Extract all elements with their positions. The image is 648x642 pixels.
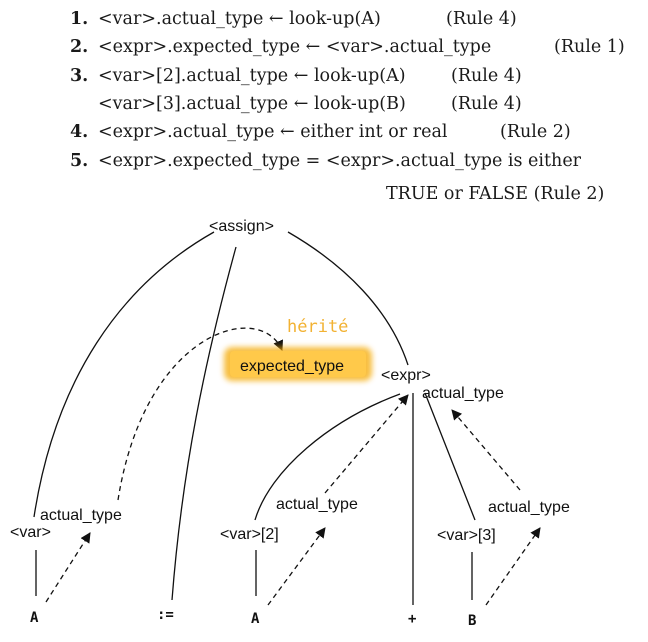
- flow-var3-to-expr-actual: [451, 409, 521, 491]
- rule-number: 5.: [70, 151, 89, 171]
- node-var2: <var>[2]: [220, 526, 279, 543]
- flow-b-to-var3-actual: [485, 527, 541, 606]
- rule-number: 4.: [70, 122, 89, 142]
- edge-expr-var3: [424, 392, 476, 521]
- var-actual-type: actual_type: [40, 507, 122, 524]
- rule-text: <expr>.expected_type = <expr>.actual_typ…: [98, 151, 582, 171]
- node-var3: <var>[3]: [437, 527, 496, 544]
- herite-label: hérité: [287, 317, 348, 337]
- node-expr: <expr>: [381, 367, 431, 384]
- node-assign: <assign>: [209, 218, 274, 235]
- rule-text: <expr>.expected_type ← <var>.actual_type: [98, 37, 492, 57]
- rule-number: 1.: [70, 9, 89, 29]
- edge-expr-var2: [254, 393, 401, 521]
- rule-number: 3.: [70, 66, 89, 86]
- expected-type-label: expected_type: [240, 358, 344, 375]
- rule-ref: (Rule 4): [446, 9, 517, 29]
- rule-ref: (Rule 1): [554, 37, 625, 57]
- var3-actual-type: actual_type: [488, 499, 570, 516]
- flow-a-to-var-actual: [45, 532, 91, 603]
- token-plus: +: [408, 611, 416, 627]
- rule-number: 2.: [70, 37, 89, 57]
- token-a-2: A: [251, 611, 260, 627]
- rule-ref: (Rule 2): [500, 122, 571, 142]
- token-a: A: [30, 610, 39, 626]
- expr-actual-type: actual_type: [422, 385, 504, 402]
- rule-ref: (Rule 4): [451, 66, 522, 86]
- rule-text: <var>[2].actual_type ← look-up(A): [98, 66, 406, 86]
- token-assign-op: :=: [157, 607, 174, 623]
- highlight-box: [230, 351, 366, 377]
- rule-text: <expr>.actual_type ← either int or real: [98, 122, 448, 142]
- rule-5-continuation: TRUE or FALSE (Rule 2): [386, 184, 605, 204]
- rule-text: <var>.actual_type ← look-up(A): [98, 9, 381, 29]
- rule-text: <var>[3].actual_type ← look-up(B): [98, 94, 406, 114]
- edge-assign-assignop: [171, 246, 237, 601]
- flow-var2-to-expr-actual: [324, 394, 409, 494]
- token-b: B: [468, 613, 476, 629]
- edge-assign-expr: [287, 231, 409, 366]
- node-var: <var>: [10, 524, 51, 541]
- rule-ref: (Rule 4): [451, 94, 522, 114]
- var2-actual-type: actual_type: [276, 496, 358, 513]
- edge-assign-var: [33, 231, 215, 518]
- flow-a-to-var2-actual: [267, 527, 326, 606]
- flow-var-actual-to-expected: [117, 327, 283, 501]
